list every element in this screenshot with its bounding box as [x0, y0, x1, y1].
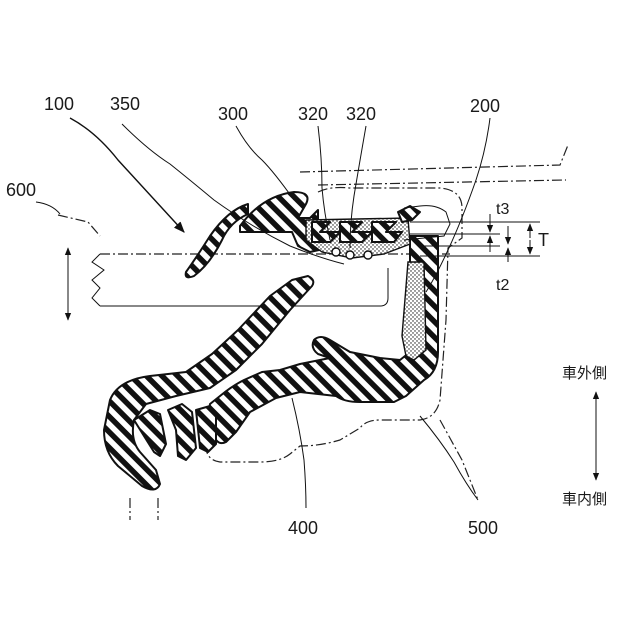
- core-320: [306, 206, 420, 259]
- label-400: 400: [288, 518, 318, 538]
- label-500: 500: [468, 518, 498, 538]
- label-300: 300: [218, 104, 248, 124]
- label-200: 200: [470, 96, 500, 116]
- direction-labels: 車外側 車内側: [562, 364, 607, 508]
- label-vehicle-inside: 車内側: [562, 490, 607, 508]
- label-320-b: 320: [346, 104, 376, 124]
- label-100: 100: [44, 94, 74, 114]
- label-600: 600: [6, 180, 36, 200]
- label-350: 350: [110, 94, 140, 114]
- label-320-a: 320: [298, 104, 328, 124]
- label-T: T: [538, 230, 549, 250]
- label-t3: t3: [496, 201, 509, 218]
- label-vehicle-outside: 車外側: [562, 364, 607, 382]
- label-t2: t2: [496, 277, 509, 294]
